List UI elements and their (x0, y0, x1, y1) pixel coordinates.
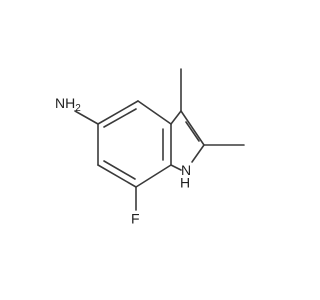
atom-labels: NH2 N H F (55, 95, 191, 227)
bond-c4-c5-inner (103, 108, 137, 128)
amine-main-text: NH (55, 95, 75, 111)
ring-nh-label: N (181, 162, 191, 178)
fluorine-label: F (131, 211, 140, 227)
bond-n1-c7a (170, 164, 182, 171)
amine-label: NH2 (55, 95, 81, 114)
ring-nh-hydrogen: H (180, 175, 190, 191)
bond-c3a-c4 (137, 100, 172, 125)
bond-c3-c2-inner (185, 121, 200, 142)
bond-c7-c7a (135, 164, 172, 188)
bond-c6-c7-inner (103, 160, 136, 180)
chemical-structure: NH2 N H F (55, 68, 245, 227)
bond-c5-amine (74, 110, 99, 125)
bond-c2-n1 (191, 144, 205, 163)
ring-nh-main-text: N (181, 162, 191, 178)
bond-c4-c5 (97, 100, 139, 125)
amine-subscript-text: 2 (75, 103, 81, 114)
bond-c3a-c3 (170, 110, 182, 125)
bonds (74, 68, 245, 211)
bond-c3-c2 (180, 110, 205, 146)
bond-c6-c7 (97, 164, 137, 188)
